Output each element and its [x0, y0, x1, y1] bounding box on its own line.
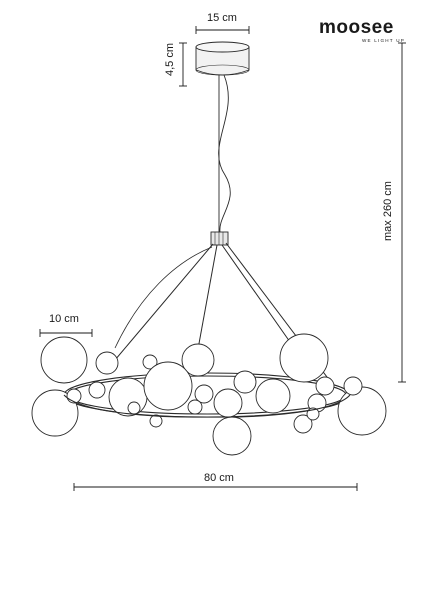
- globe: [194, 384, 214, 404]
- total-height-label: max 260 cm: [382, 181, 394, 241]
- globe: [213, 388, 243, 418]
- globe: [306, 407, 320, 421]
- globe: [40, 336, 88, 384]
- hub-connector: [210, 231, 229, 246]
- canopy-width-dimension: 15 cm: [195, 12, 250, 34]
- lamp-ring-front: [63, 394, 351, 418]
- ceiling-canopy: [195, 41, 250, 76]
- globe: [88, 381, 106, 399]
- brand-name: moosee: [319, 17, 394, 38]
- globe: [187, 399, 203, 415]
- globe: [255, 378, 291, 414]
- globe: [127, 401, 141, 415]
- glass-globes: [31, 333, 387, 456]
- globe: [66, 388, 82, 404]
- total-width-label: 80 cm: [204, 472, 234, 484]
- globe: [143, 361, 193, 411]
- globe: [149, 414, 163, 428]
- globe: [181, 343, 215, 377]
- globe-diameter-dimension: 10 cm: [39, 313, 93, 337]
- canopy-height-dimension: 4,5 cm: [164, 42, 187, 87]
- total-height-dimension: max 260 cm: [382, 42, 406, 383]
- brand-tagline: WE LIGHT UP: [362, 38, 405, 43]
- globe: [337, 386, 387, 436]
- globe: [233, 370, 257, 394]
- suspension-cable: [218, 74, 231, 233]
- brand-logo: moosee WE LIGHT UP: [319, 17, 405, 43]
- globe: [293, 414, 313, 434]
- globe: [343, 376, 363, 396]
- total-width-dimension: 80 cm: [73, 472, 358, 491]
- globe: [31, 389, 79, 437]
- globe: [142, 354, 158, 370]
- globe: [95, 351, 119, 375]
- canopy-width-label: 15 cm: [207, 12, 237, 24]
- globe: [212, 416, 252, 456]
- canopy-height-label: 4,5 cm: [164, 43, 176, 76]
- globe-diameter-label: 10 cm: [49, 313, 79, 325]
- globe: [279, 333, 329, 383]
- globe: [315, 376, 335, 396]
